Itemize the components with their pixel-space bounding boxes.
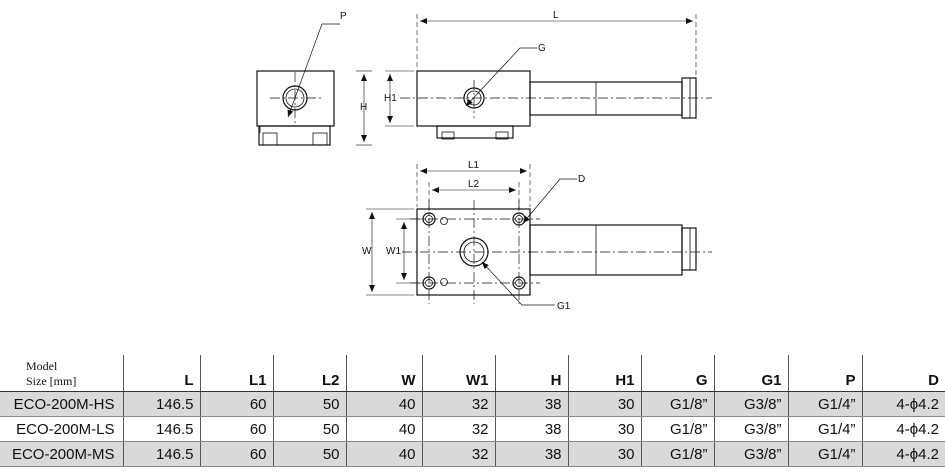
- dimension-w1: W1: [386, 218, 424, 284]
- table-cell: G3/8”: [713, 441, 788, 467]
- dimension-l1: L1: [416, 160, 531, 207]
- table-cell: 4-ϕ4.2: [861, 441, 945, 467]
- dimension-l: L: [416, 10, 697, 76]
- table-cell: 30: [567, 416, 641, 442]
- size-header-label: Size [mm]: [26, 374, 77, 388]
- table-cell: 32: [421, 441, 495, 467]
- model-cell: ECO-200M-MS: [0, 441, 123, 467]
- table-cell: 146.5: [122, 441, 200, 467]
- table-row: ECO-200M-HS 146.5 60 50 40 32 38 30 G1/8…: [0, 391, 945, 417]
- dimension-w: W: [362, 208, 414, 296]
- column-header: H: [494, 355, 568, 392]
- label-w1: W1: [386, 246, 401, 257]
- table-cell: 38: [494, 391, 568, 417]
- table-cell: 50: [272, 416, 346, 442]
- spec-table-container: Model Size [mm] L L1 L2 W W1 H H1 G G1 P…: [0, 355, 945, 476]
- model-size-header: Model Size [mm]: [0, 355, 123, 392]
- column-header: D: [861, 355, 945, 392]
- table-cell: 32: [421, 416, 495, 442]
- table-cell: 146.5: [122, 391, 200, 417]
- dimension-h: H: [356, 70, 372, 146]
- table-row: ECO-200M-LS 146.5 60 50 40 32 38 30 G1/8…: [0, 416, 945, 442]
- table-cell: 60: [199, 391, 273, 417]
- table-cell: 50: [272, 391, 346, 417]
- table-header-row: Model Size [mm] L L1 L2 W W1 H H1 G G1 P…: [0, 355, 945, 392]
- table-cell: 40: [345, 391, 422, 417]
- table-cell: G3/8”: [713, 416, 788, 442]
- label-l2: L2: [468, 179, 480, 190]
- end-view: P: [256, 11, 347, 146]
- model-header-label: Model: [26, 359, 58, 373]
- top-view: D G1: [402, 174, 712, 312]
- column-header: L: [122, 355, 200, 392]
- technical-drawing: P H G H1 L: [256, 10, 712, 312]
- label-d: D: [578, 174, 585, 185]
- column-header: H1: [567, 355, 641, 392]
- table-row: ECO-200M-MS 146.5 60 50 40 32 38 30 G1/8…: [0, 441, 945, 467]
- table-cell: 38: [494, 416, 568, 442]
- table-cell: 40: [345, 441, 422, 467]
- table-cell: G3/8”: [713, 391, 788, 417]
- column-header: L2: [272, 355, 346, 392]
- model-cell: ECO-200M-LS: [0, 416, 123, 442]
- table-cell: 60: [199, 416, 273, 442]
- table-cell: 38: [494, 441, 568, 467]
- label-g1: G1: [557, 301, 571, 312]
- table-cell: G1/4”: [787, 391, 862, 417]
- column-header: L1: [199, 355, 273, 392]
- side-view: G: [400, 43, 712, 140]
- table-cell: 4-ϕ4.2: [861, 416, 945, 442]
- table-cell: 30: [567, 391, 641, 417]
- label-h: H: [360, 102, 367, 113]
- label-p: P: [340, 11, 347, 22]
- column-header: G: [640, 355, 714, 392]
- table-cell: 60: [199, 441, 273, 467]
- label-h1: H1: [384, 93, 397, 104]
- label-l: L: [553, 10, 559, 21]
- table-cell: 30: [567, 441, 641, 467]
- spec-table: Model Size [mm] L L1 L2 W W1 H H1 G G1 P…: [0, 355, 945, 467]
- column-header: G1: [713, 355, 788, 392]
- model-cell: ECO-200M-HS: [0, 391, 123, 417]
- table-cell: 40: [345, 416, 422, 442]
- label-w: W: [362, 246, 372, 257]
- column-header: W: [345, 355, 422, 392]
- table-cell: G1/8”: [640, 416, 714, 442]
- table-cell: 32: [421, 391, 495, 417]
- table-cell: G1/8”: [640, 391, 714, 417]
- label-g: G: [538, 43, 546, 54]
- table-cell: 4-ϕ4.2: [861, 391, 945, 417]
- table-cell: G1/8”: [640, 441, 714, 467]
- column-header: P: [787, 355, 862, 392]
- table-cell: G1/4”: [787, 441, 862, 467]
- table-cell: G1/4”: [787, 416, 862, 442]
- dimension-l2: L2: [428, 179, 520, 212]
- table-cell: 50: [272, 441, 346, 467]
- label-l1: L1: [468, 160, 480, 171]
- column-header: W1: [421, 355, 495, 392]
- table-cell: 146.5: [122, 416, 200, 442]
- dimension-h1: H1: [384, 70, 414, 127]
